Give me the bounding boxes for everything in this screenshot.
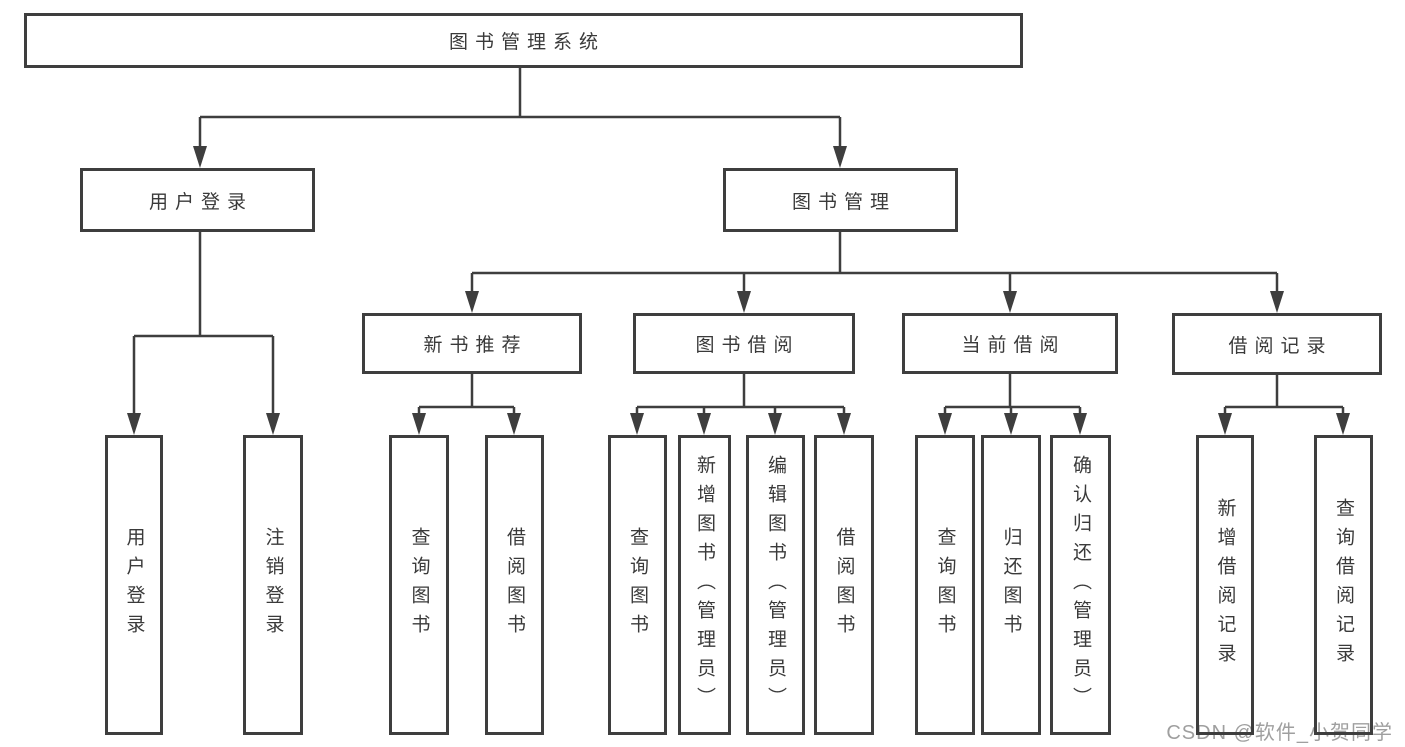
leaf-borrow-add-book-admin: 新增图书（管理员） [678, 435, 731, 735]
node-borrow-records-label: 借阅记录 [1228, 335, 1333, 357]
node-user-login-label: 用户登录 [148, 191, 253, 213]
leaf-user-login-label: 用户登录 [123, 527, 145, 643]
node-current-borrow-label: 当前借阅 [961, 335, 1066, 356]
leaf-records-add-record: 新增借阅记录 [1196, 435, 1254, 735]
leaf-borrow-add-book-admin-label: 新增图书（管理员） [694, 454, 715, 716]
leaf-records-query-record: 查询借阅记录 [1314, 435, 1373, 735]
node-new-book-recommend: 新书推荐 [362, 313, 582, 374]
leaf-records-add-record-label: 新增借阅记录 [1214, 498, 1236, 672]
node-user-login: 用户登录 [80, 168, 315, 232]
leaf-borrow-borrow-book-label: 借阅图书 [833, 527, 855, 643]
node-book-management-label: 图书管理 [791, 191, 896, 213]
leaf-current-query-book-label: 查询图书 [934, 527, 956, 643]
node-book-borrow-label: 图书借阅 [695, 335, 800, 356]
leaf-newbook-query-book-label: 查询图书 [408, 527, 430, 643]
node-new-book-recommend-label: 新书推荐 [423, 335, 528, 356]
leaf-borrow-borrow-book: 借阅图书 [814, 435, 874, 735]
leaf-current-confirm-return-admin: 确认归还（管理员） [1050, 435, 1111, 735]
node-borrow-records: 借阅记录 [1172, 313, 1382, 375]
leaf-user-login: 用户登录 [105, 435, 163, 735]
leaf-current-query-book: 查询图书 [915, 435, 975, 735]
leaf-borrow-edit-book-admin-label: 编辑图书（管理员） [765, 454, 786, 716]
leaf-newbook-borrow-book-label: 借阅图书 [504, 527, 525, 643]
leaf-newbook-borrow-book: 借阅图书 [485, 435, 544, 735]
node-current-borrow: 当前借阅 [902, 313, 1118, 374]
leaf-borrow-query-book: 查询图书 [608, 435, 667, 735]
node-book-borrow: 图书借阅 [633, 313, 855, 374]
leaf-current-return-book-label: 归还图书 [1000, 527, 1022, 643]
leaf-current-confirm-return-admin-label: 确认归还（管理员） [1070, 454, 1091, 716]
leaf-borrow-query-book-label: 查询图书 [627, 527, 648, 643]
leaf-borrow-edit-book-admin: 编辑图书（管理员） [746, 435, 805, 735]
leaf-current-return-book: 归还图书 [981, 435, 1041, 735]
leaf-records-query-record-label: 查询借阅记录 [1333, 498, 1354, 672]
node-book-management: 图书管理 [723, 168, 958, 232]
leaf-logout-label: 注销登录 [262, 527, 284, 643]
leaf-logout: 注销登录 [243, 435, 303, 735]
leaf-newbook-query-book: 查询图书 [389, 435, 449, 735]
node-root: 图书管理系统 [24, 13, 1023, 68]
node-root-label: 图书管理系统 [448, 32, 605, 53]
